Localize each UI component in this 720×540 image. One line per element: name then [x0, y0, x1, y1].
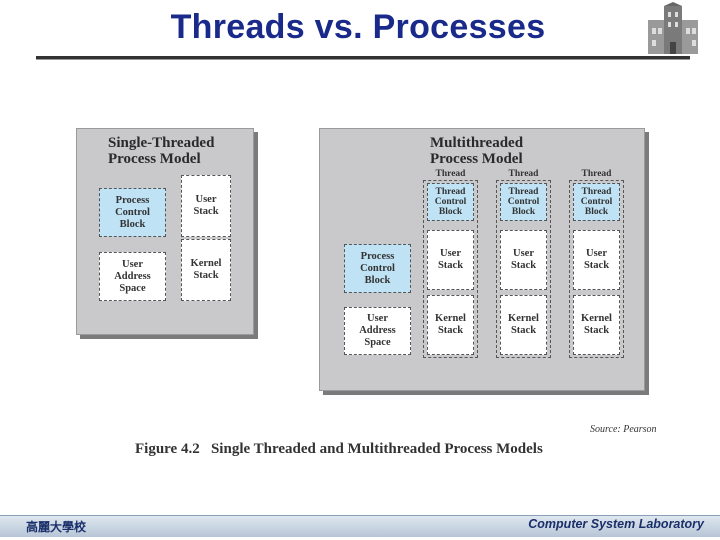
thread-user-stack-3: User Stack [573, 230, 620, 290]
footer-lab-name: Computer System Laboratory [528, 517, 704, 531]
thread-label-2: Thread [508, 169, 539, 179]
tcb3-line1: Thread [581, 187, 612, 197]
tcb1-line3: Block [438, 207, 463, 217]
university-building-logo [640, 2, 706, 54]
user-address-space: User Address Space [99, 252, 166, 301]
tks1-line2: Stack [437, 325, 464, 336]
tus3-line2: Stack [583, 260, 610, 271]
multi-title-line1: Multithreaded [430, 135, 524, 151]
pcb-line3: Block [119, 218, 146, 230]
multi-user-address-space: User Address Space [344, 307, 411, 355]
tus2-line1: User [513, 248, 534, 259]
mpcb-line2: Control [360, 262, 395, 274]
tcb2-line3: Block [511, 207, 536, 217]
single-title-line1: Single-Threaded [108, 135, 215, 151]
user-space-line1: User [121, 258, 143, 270]
thread-column-3 [569, 180, 624, 358]
tcb1-line2: Control [434, 197, 467, 207]
pcb-line1: Process [115, 194, 150, 206]
mus-line3: Space [364, 337, 391, 348]
single-title-line2: Process Model [108, 151, 201, 167]
thread-user-stack-2: User Stack [500, 230, 547, 290]
user-stack-line1: User [195, 194, 217, 205]
tus3-line1: User [586, 248, 607, 259]
thread-kernel-stack-2: Kernel Stack [500, 295, 547, 355]
thread-kernel-stack-1: Kernel Stack [427, 295, 474, 355]
tks3-line1: Kernel [581, 313, 612, 324]
kernel-stack: Kernel Stack [181, 239, 231, 301]
mpcb-line3: Block [364, 274, 391, 286]
tks2-line2: Stack [510, 325, 537, 336]
slide-title: Threads vs. Processes [170, 8, 546, 46]
tks2-line1: Kernel [508, 313, 539, 324]
tcb3-line3: Block [584, 207, 609, 217]
multi-title-line2: Process Model [430, 151, 523, 167]
thread-control-block-1: Thread Control Block [427, 183, 474, 221]
thread-column-1 [423, 180, 478, 358]
tcb3-line2: Control [580, 197, 613, 207]
mpcb-line1: Process [360, 250, 395, 262]
thread-user-stack-1: User Stack [427, 230, 474, 290]
source-note: Source: Pearson [590, 424, 657, 435]
tcb2-line1: Thread [508, 187, 539, 197]
user-space-line2: Address [114, 270, 151, 282]
user-space-line3: Space [119, 282, 146, 294]
thread-label-3: Thread [581, 169, 612, 179]
tks1-line1: Kernel [435, 313, 466, 324]
multithreaded-title: Multithreaded Process Model [430, 135, 570, 167]
pcb-line2: Control [115, 206, 150, 218]
single-threaded-title: Single-Threaded Process Model [108, 135, 248, 167]
mus-line1: User [366, 313, 388, 324]
tks3-line2: Stack [583, 325, 610, 336]
multi-process-control-block: Process Control Block [344, 244, 411, 293]
thread-label-1: Thread [435, 169, 466, 179]
tcb1-line1: Thread [435, 187, 466, 197]
thread-kernel-stack-3: Kernel Stack [573, 295, 620, 355]
thread-column-2 [496, 180, 551, 358]
footer-bar [0, 515, 720, 537]
kernel-stack-line1: Kernel [190, 258, 222, 269]
mus-line2: Address [359, 325, 396, 336]
kernel-stack-line2: Stack [193, 270, 219, 281]
thread-control-block-2: Thread Control Block [500, 183, 547, 221]
user-stack: User Stack [181, 175, 231, 237]
tcb2-line2: Control [507, 197, 540, 207]
figure-caption: Figure 4.2 Single Threaded and Multithre… [135, 441, 543, 457]
user-stack-line2: Stack [193, 206, 219, 217]
footer-university-name: 高麗大學校 [26, 520, 87, 534]
title-rule [36, 56, 690, 59]
tus2-line2: Stack [510, 260, 537, 271]
thread-control-block-3: Thread Control Block [573, 183, 620, 221]
tus1-line2: Stack [437, 260, 464, 271]
tus1-line1: User [440, 248, 461, 259]
process-control-block: Process Control Block [99, 188, 166, 237]
title-rule-thin [36, 59, 690, 60]
